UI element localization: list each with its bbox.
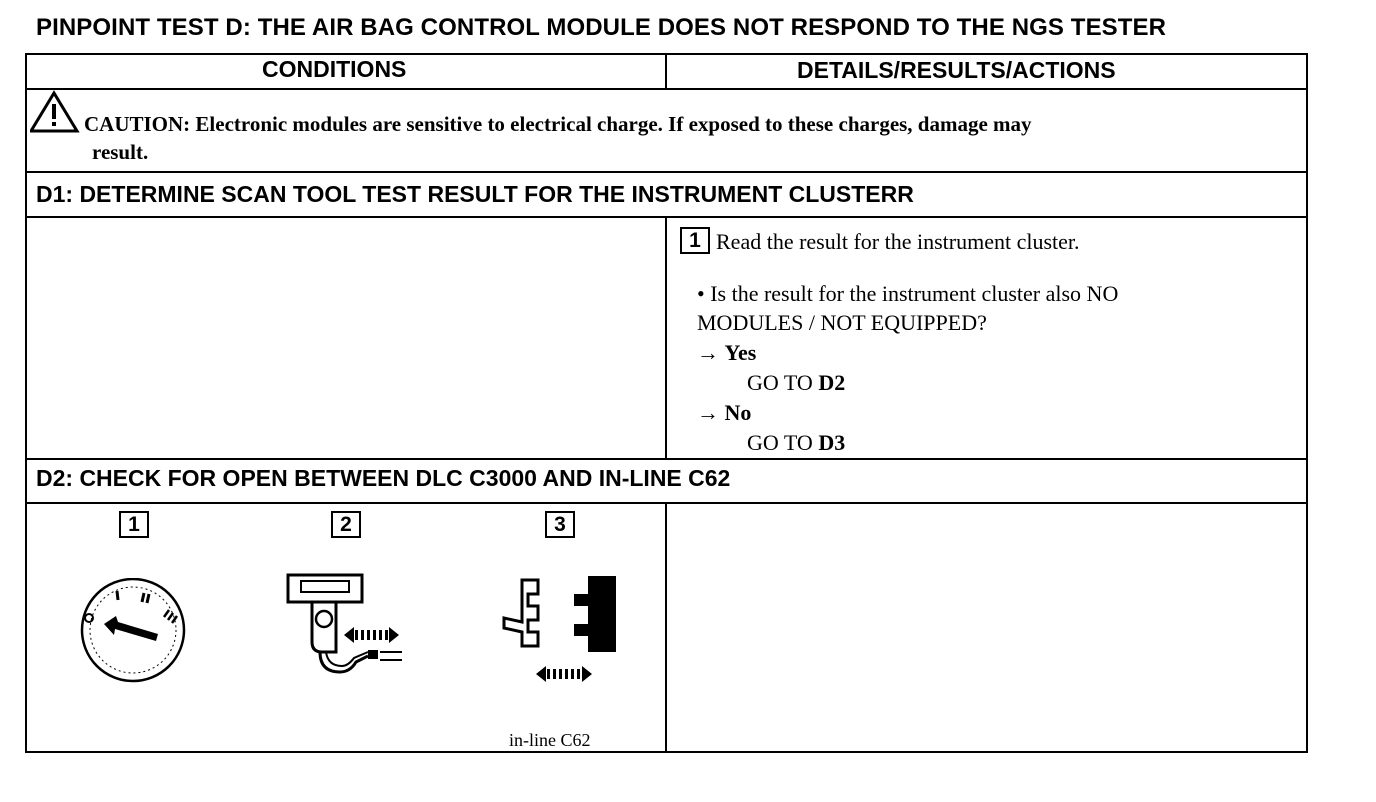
no-label: No (724, 400, 752, 425)
d2-step-1-number: 1 (119, 511, 149, 538)
arrow-right-icon: → (697, 400, 719, 425)
d1-question-continued: MODULES / NOT EQUIPPED? (697, 310, 987, 335)
d1-step-text: Read the result for the instrument clust… (716, 229, 1080, 254)
header-divider (25, 88, 1308, 90)
d1-question: • Is the result for the instrument clust… (697, 281, 1119, 306)
column-divider-d2 (665, 502, 667, 753)
caution-divider (25, 171, 1308, 173)
arrow-right-icon: → (697, 340, 719, 365)
d1-step-number: 1 (680, 227, 710, 254)
d2-step-3-number: 3 (545, 511, 575, 538)
ignition-switch-icon (80, 578, 186, 683)
scan-tool-disconnect-icon (286, 573, 402, 674)
goto-target-d3[interactable]: D3 (818, 430, 846, 455)
d1-no-branch: → No (697, 400, 751, 426)
d2-step-2-number: 2 (331, 511, 361, 538)
caution-text: CAUTION: Electronic modules are sensitiv… (84, 112, 1032, 136)
page-title: PINPOINT TEST D: THE AIR BAG CONTROL MOD… (36, 14, 1167, 41)
column-divider-d1 (665, 216, 667, 459)
column-header-details: DETAILS/RESULTS/ACTIONS (797, 57, 1116, 83)
goto-text: GO TO (747, 430, 813, 455)
column-divider-header (665, 53, 667, 89)
goto-target-d2[interactable]: D2 (818, 370, 846, 395)
yes-label: Yes (724, 340, 757, 365)
d1-no-goto: GO TO D3 (747, 430, 845, 456)
warning-triangle-icon (30, 90, 80, 133)
d1-heading: D1: DETERMINE SCAN TOOL TEST RESULT FOR … (36, 181, 914, 207)
d2-top-divider (25, 458, 1308, 460)
connector-disconnect-icon (502, 576, 616, 682)
caution-text-continued: result. (92, 140, 149, 164)
column-header-conditions: CONDITIONS (262, 56, 407, 82)
connector-caption: in-line C62 (509, 730, 591, 750)
goto-text: GO TO (747, 370, 813, 395)
d1-yes-branch: → Yes (697, 340, 756, 366)
d2-heading: D2: CHECK FOR OPEN BETWEEN DLC C3000 AND… (36, 465, 731, 491)
d1-yes-goto: GO TO D2 (747, 370, 845, 396)
